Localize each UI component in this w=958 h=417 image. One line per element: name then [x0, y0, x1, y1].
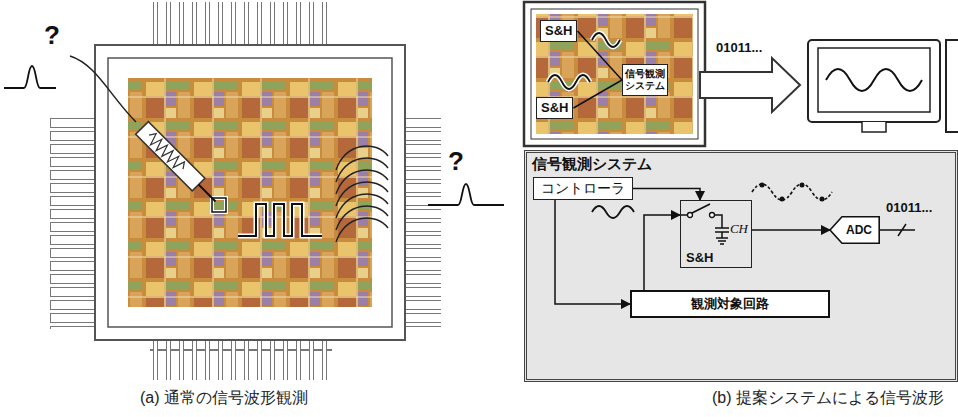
connector: [577, 31, 622, 80]
system-box: 信号観測システム: [622, 64, 668, 96]
component-label: CH: [730, 221, 748, 237]
figure-caption: (a) 通常の信号波形観測: [140, 388, 308, 408]
probe: [136, 122, 222, 208]
probe-needle: [199, 185, 216, 202]
switch-wire: [680, 215, 722, 228]
connector: [644, 215, 680, 290]
target-circuit: 観測対象回路: [630, 290, 830, 318]
package-cavity: [108, 58, 392, 327]
sample-hold-box: S&H: [540, 20, 577, 42]
sample-dot: [780, 197, 785, 202]
capacitor-symbol: [715, 228, 729, 244]
monitor-stand: [862, 122, 886, 132]
sample-hold-switch: S&H CH: [680, 200, 752, 268]
adc-block: ADC: [830, 216, 880, 244]
package-body: [95, 45, 405, 340]
pulse-halo: [238, 204, 322, 236]
connector: [752, 229, 830, 231]
node-label: S&H: [541, 100, 568, 116]
sample-hold-box: S&H: [536, 97, 573, 119]
sample-dot: [800, 183, 805, 188]
pulse-waveform: [428, 184, 504, 205]
switch-terminal: [710, 213, 715, 218]
bit-stream: 01011...: [716, 40, 762, 56]
sine-wave: [592, 206, 634, 218]
bus-line: [880, 224, 915, 236]
computer-case: [946, 40, 958, 132]
controller-box: コントローラ: [533, 177, 633, 200]
figure-caption: (b) 提案システムによる信号波形: [712, 388, 944, 408]
switch-lever: [692, 204, 710, 213]
switch-terminal: [688, 213, 693, 218]
monitor-screen: [818, 48, 930, 112]
node-label: S&H: [545, 23, 572, 39]
sample-dot: [820, 197, 825, 202]
connector: [573, 80, 622, 108]
sample-dot: [760, 183, 765, 188]
panel-ground: [524, 150, 958, 382]
probe-body: [136, 122, 205, 191]
monitor: [808, 40, 940, 122]
probe-coil: [145, 131, 187, 173]
package-pins: [150, 340, 332, 380]
data-arrow: [700, 58, 800, 112]
bond-wires: [336, 146, 388, 242]
node-label: S&H: [686, 250, 713, 265]
package-pins: [405, 115, 441, 329]
package-pins: [150, 2, 332, 45]
node-label: コントローラ: [541, 180, 625, 197]
question-mark: ?: [448, 146, 464, 176]
node-label: ADC: [846, 223, 872, 237]
node-label: 観測対象回路: [638, 295, 822, 313]
sine-wave: [826, 69, 922, 91]
pulse-train: [238, 204, 322, 236]
chip-die: [536, 14, 693, 134]
pulse-waveform: [4, 66, 56, 88]
node-label: 信号観測システム: [532, 155, 652, 174]
bit-stream: 01011...: [886, 200, 932, 216]
chip-frame: [524, 2, 705, 146]
system-panel: 信号観測システムコントローラ S&H CH ADC 観測対象回路: [524, 150, 958, 382]
probe-cable: [70, 56, 136, 122]
question-mark: ?: [44, 20, 60, 50]
chip-die: [128, 78, 372, 307]
adc-outline: [830, 217, 879, 243]
node-label: 信号観測システム: [625, 68, 665, 92]
connector: [633, 189, 700, 201]
package-pins: [50, 115, 95, 329]
connector: [555, 200, 630, 304]
chip-frame: [531, 9, 698, 139]
